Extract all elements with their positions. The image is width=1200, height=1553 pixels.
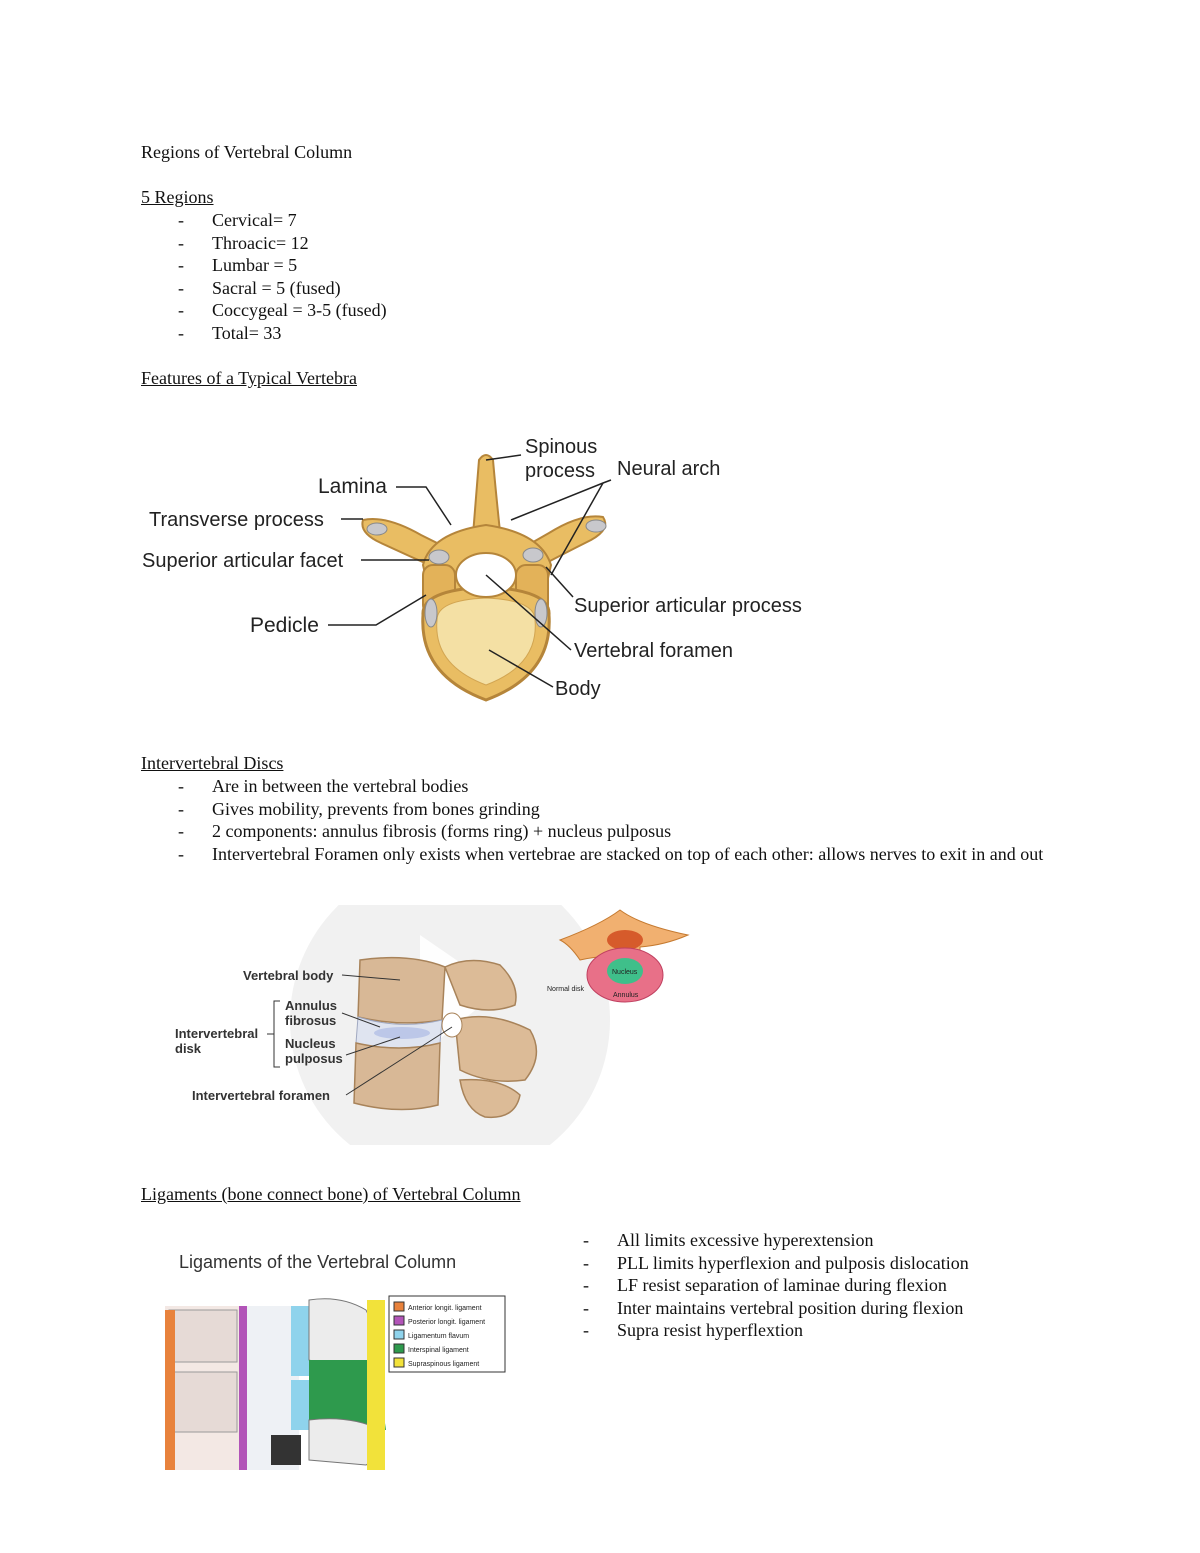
label-body: Body xyxy=(555,678,601,700)
list-item: -2 components: annulus fibrosis (forms r… xyxy=(178,821,672,842)
label-vertebral-foramen: Vertebral foramen xyxy=(574,640,733,662)
label-annulus-2: fibrosus xyxy=(285,1013,336,1028)
leader-lines xyxy=(328,454,612,688)
ligaments-list: -All limits excessive hyperextension -PL… xyxy=(546,1229,969,1342)
legend-label: Anterior longit. ligament xyxy=(408,1305,482,1312)
list-item: -Lumbar = 5 xyxy=(178,255,298,276)
discs-list: -Are in between the vertebral bodies -Gi… xyxy=(141,775,1054,865)
list-item: -Supra resist hyperflextion xyxy=(583,1320,803,1341)
page-title: Regions of Vertebral Column xyxy=(141,142,353,162)
legend-label: Ligamentum flavum xyxy=(408,1333,469,1340)
legend-swatch xyxy=(393,1301,405,1312)
list-item: -Total= 33 xyxy=(178,322,282,343)
legend-label: Interspinal ligament xyxy=(408,1347,469,1354)
label-intervertebral-foramen: Intervertebral foramen xyxy=(192,1088,330,1103)
label-lamina: Lamina xyxy=(318,475,387,498)
label-spinous-2: process xyxy=(525,460,595,482)
list-item: -Coccygeal = 3-5 (fused) xyxy=(178,300,387,321)
legend-label: Posterior longit. ligament xyxy=(408,1319,485,1326)
discs-heading: Intervertebral Discs xyxy=(141,753,284,773)
label-transverse-process: Transverse process xyxy=(149,509,324,531)
list-item: -LF resist separation of laminae during … xyxy=(583,1275,947,1296)
features-heading: Features of a Typical Vertebra xyxy=(141,368,357,388)
vertebrae-stack xyxy=(353,956,538,1119)
ligaments-diagram: Ligaments of the Vertebral Column Anteri… xyxy=(141,1240,526,1470)
list-item: -Intervertebral Foramen only exists when… xyxy=(178,843,1044,864)
label-vertebral-body: Vertebral body xyxy=(243,968,334,983)
label-normal-disk: Normal disk xyxy=(547,986,584,993)
ligaments-illustration xyxy=(165,1298,386,1470)
regions-list: -Cervical= 7 -Throacic= 12 -Lumbar = 5 -… xyxy=(141,209,387,345)
label-inset-annulus: Annulus xyxy=(613,992,639,999)
legend-swatch xyxy=(393,1343,405,1354)
list-item: -All limits excessive hyperextension xyxy=(583,1230,874,1250)
list-item: -Are in between the vertebral bodies xyxy=(178,776,469,796)
list-item: -PLL limits hyperflexion and pulposis di… xyxy=(583,1252,969,1273)
disk-inset xyxy=(558,909,690,1003)
list-item: -Sacral = 5 (fused) xyxy=(178,277,341,298)
vertebra-illustration xyxy=(361,454,607,702)
label-superior-facet: Superior articular facet xyxy=(142,550,344,572)
list-item: -Gives mobility, prevents from bones gri… xyxy=(178,798,540,819)
label-spinous-1: Spinous xyxy=(525,436,597,458)
legend-swatch xyxy=(393,1329,405,1340)
label-intervertebral-1: Intervertebral xyxy=(175,1026,258,1041)
list-item: -Throacic= 12 xyxy=(178,232,309,253)
label-superior-process: Superior articular process xyxy=(574,595,802,617)
list-item: -Cervical= 7 xyxy=(178,210,297,230)
label-pedicle: Pedicle xyxy=(250,614,319,637)
ligaments-figure-title: Ligaments of the Vertebral Column xyxy=(179,1252,456,1272)
label-intervertebral-2: disk xyxy=(175,1041,202,1056)
vertebra-diagram: Spinous process Neural arch Lamina Trans… xyxy=(141,425,821,715)
label-nucleus-2: pulposus xyxy=(285,1051,343,1066)
legend-swatch xyxy=(393,1315,405,1326)
regions-heading: 5 Regions xyxy=(141,187,214,207)
legend-label: Supraspinous ligament xyxy=(408,1361,479,1368)
list-item: -Inter maintains vertebral position duri… xyxy=(583,1297,964,1318)
intervertebral-disc-diagram: Vertebral body Annulus fibrosus Interver… xyxy=(170,905,700,1145)
label-neural-arch: Neural arch xyxy=(617,458,720,480)
ligaments-heading: Ligaments (bone connect bone) of Vertebr… xyxy=(141,1184,521,1204)
label-annulus-1: Annulus xyxy=(285,998,337,1013)
legend-swatch xyxy=(393,1357,405,1368)
label-inset-nucleus: Nucleus xyxy=(612,969,638,976)
label-nucleus-1: Nucleus xyxy=(285,1036,336,1051)
